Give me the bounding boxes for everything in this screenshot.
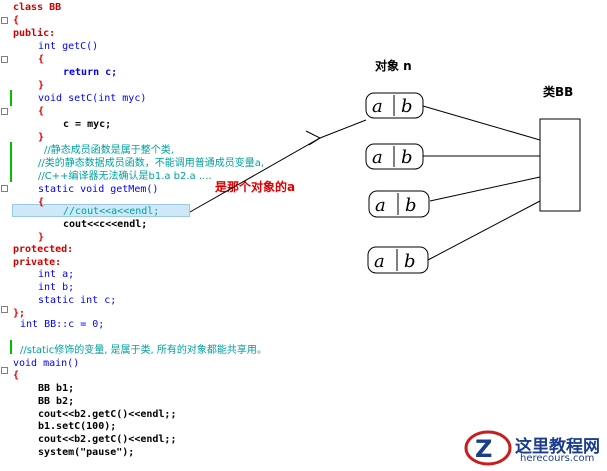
connector-line xyxy=(427,200,541,261)
code-line: int a; xyxy=(38,269,75,280)
code-line: protected: xyxy=(13,244,74,255)
fold-marker[interactable] xyxy=(1,185,8,192)
code-line: private: xyxy=(13,257,62,268)
object-box: a b xyxy=(367,246,429,274)
arrow-head xyxy=(305,130,322,146)
fold-gutter xyxy=(0,0,9,471)
code-line: b1.setC(100); xyxy=(38,421,117,432)
change-marker xyxy=(10,90,12,106)
member-b: b xyxy=(401,147,413,168)
member-a: a xyxy=(374,251,385,272)
code-line: cout<<b2.getC()<<endl;; xyxy=(38,409,177,420)
code-line: { xyxy=(38,197,45,208)
fold-marker[interactable] xyxy=(1,17,8,24)
code-line: BB b1; xyxy=(38,383,75,394)
watermark-url: herecours.com xyxy=(520,453,595,464)
object-outline xyxy=(368,190,430,218)
code-line: int BB::c = 0; xyxy=(20,319,105,330)
code-line: system("pause"); xyxy=(38,447,135,458)
code-line: int b; xyxy=(38,282,75,293)
code-line: { xyxy=(13,370,20,381)
object-box: a b xyxy=(368,190,430,218)
code-line: BB b2; xyxy=(38,396,75,407)
object-outline xyxy=(367,246,429,274)
change-marker xyxy=(10,142,12,182)
fold-marker[interactable] xyxy=(1,306,8,313)
member-a: a xyxy=(375,195,386,216)
watermark-name: 这里教程网 xyxy=(515,437,600,457)
code-line: return c; xyxy=(63,67,118,78)
comment-line: //类的静态数据成员函数，不能调用普通成员变量a, xyxy=(38,158,265,169)
code-line: cout<<c<<endl; xyxy=(63,219,148,230)
connector-line xyxy=(429,176,541,202)
class-box xyxy=(539,118,581,212)
fold-marker[interactable] xyxy=(1,56,8,63)
code-line: { xyxy=(38,106,45,117)
change-marker xyxy=(10,340,12,354)
code-line: } xyxy=(38,132,45,143)
fold-marker[interactable] xyxy=(1,108,8,115)
member-a: a xyxy=(372,147,383,168)
member-b: b xyxy=(405,195,417,216)
objects-label: 对象 n xyxy=(375,58,412,73)
member-b: b xyxy=(401,96,413,117)
code-line: static void getMem() xyxy=(38,184,159,195)
question-label: 是那个对象的a xyxy=(214,179,295,194)
class-label: 类BB xyxy=(543,84,573,99)
code-line: { xyxy=(13,15,20,26)
comment-line: //cout<<a<<endl; xyxy=(63,206,160,217)
member-b: b xyxy=(404,251,416,272)
member-a: a xyxy=(372,96,383,117)
code-line: c = myc; xyxy=(63,119,112,130)
comment-line: //静态成员函数是属于整个类, xyxy=(44,145,174,156)
watermark-logo-icon: Z xyxy=(464,430,512,466)
code-line: } xyxy=(38,80,45,91)
svg-text:Z: Z xyxy=(475,435,492,463)
code-line: int getC() xyxy=(38,41,99,52)
code-line: static int c; xyxy=(38,295,117,306)
code-line: { xyxy=(38,54,45,65)
code-line: class BB xyxy=(13,2,62,13)
connector-line xyxy=(422,105,541,141)
current-line-highlight xyxy=(12,204,190,217)
code-line: void setC(int myc) xyxy=(38,93,147,104)
code-line: void main() xyxy=(13,358,80,369)
object-box: a b xyxy=(365,92,424,119)
object-box: a b xyxy=(365,143,424,170)
code-line: }; xyxy=(13,308,26,319)
fold-marker[interactable] xyxy=(1,367,8,374)
code-line: cout<<b2.getC()<<endl;; xyxy=(38,434,177,445)
comment-line: //C++编译器无法确认是b1.a b2.a .... xyxy=(38,171,212,182)
comment-line: //static修饰的变量, 是属于类, 所有的对象都能共享用。 xyxy=(20,345,267,356)
code-editor[interactable]: class BB { public: int getC() { return c… xyxy=(0,0,370,471)
code-line: } xyxy=(38,232,45,243)
code-line: public: xyxy=(13,28,56,39)
arrow-line xyxy=(189,119,367,213)
